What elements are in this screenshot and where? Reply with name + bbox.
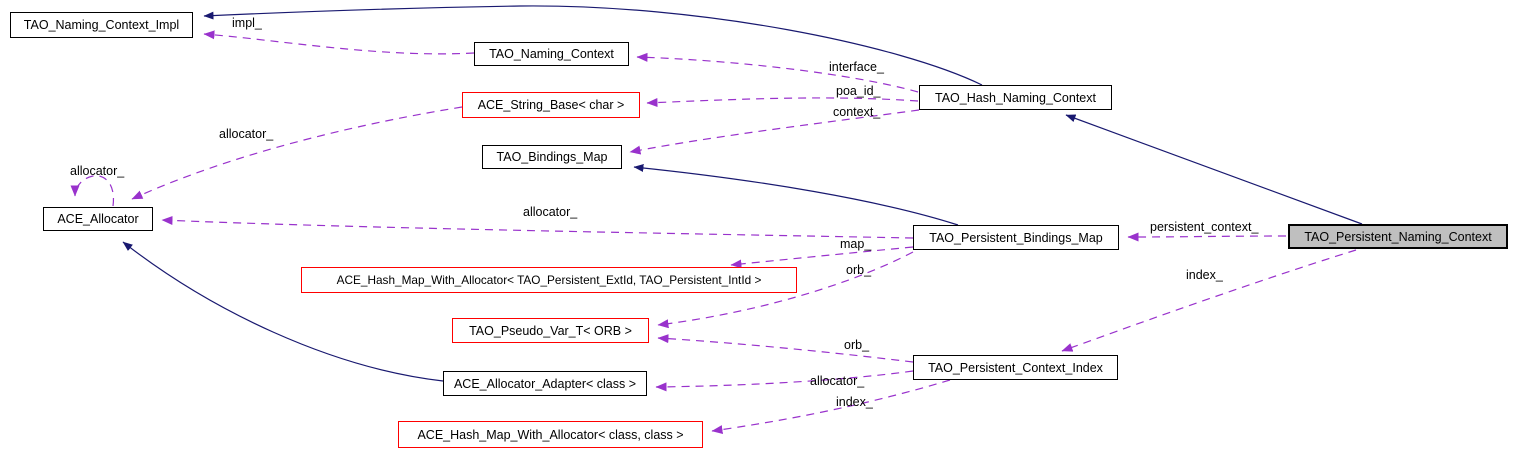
- node-ace-hash-map-with-allocator-persistent[interactable]: ACE_Hash_Map_With_Allocator< TAO_Persist…: [301, 267, 797, 293]
- node-ace-hash-map-with-allocator-class[interactable]: ACE_Hash_Map_With_Allocator< class, clas…: [398, 421, 703, 448]
- edge-label-allocator-adapter: allocator_: [810, 374, 865, 388]
- node-tao-hash-naming-context[interactable]: TAO_Hash_Naming_Context: [919, 85, 1112, 110]
- edge-persistent-context: [1127, 232, 1287, 242]
- edge-poa-id: [646, 97, 919, 108]
- edge-context: [629, 109, 920, 155]
- edge-interface: [636, 52, 919, 93]
- edge-label-poa-id: poa_id_: [836, 84, 881, 98]
- edge-map: [730, 246, 914, 269]
- edge-label-impl: impl_: [232, 16, 262, 30]
- edge-allocator-adapter: [655, 370, 914, 392]
- node-tao-naming-context[interactable]: TAO_Naming_Context: [474, 42, 629, 66]
- node-ace-allocator-adapter[interactable]: ACE_Allocator_Adapter< class >: [443, 371, 647, 396]
- edge-label-orb-lower: orb_: [844, 338, 870, 352]
- edge-index-bottom: [711, 379, 951, 434]
- edge-impl: [203, 30, 475, 55]
- node-tao-bindings-map[interactable]: TAO_Bindings_Map: [482, 145, 622, 169]
- edge-allocator-long: [161, 215, 914, 239]
- edge-inherit-hash-to-impl: [203, 5, 983, 86]
- node-tao-persistent-bindings-map[interactable]: TAO_Persistent_Bindings_Map: [913, 225, 1119, 250]
- edge-allocator-self: [70, 175, 115, 207]
- edge-inherit-pbindings-to-bindings: [633, 163, 959, 226]
- edge-label-allocator-long: allocator_: [523, 205, 578, 219]
- edge-label-index-right: index_: [1186, 268, 1223, 282]
- edge-label-interface: interface_: [829, 60, 884, 74]
- edge-index-right: [1061, 249, 1357, 352]
- edge-label-allocator-self: allocator_: [70, 164, 125, 178]
- edge-orb-lower: [657, 334, 914, 363]
- edge-label-orb-upper: orb_: [846, 263, 872, 277]
- node-tao-pseudo-var-t[interactable]: TAO_Pseudo_Var_T< ORB >: [452, 318, 649, 343]
- node-ace-allocator[interactable]: ACE_Allocator: [43, 207, 153, 231]
- edge-label-context: context_: [833, 105, 881, 119]
- edge-orb-upper: [657, 251, 914, 329]
- node-tao-naming-context-impl[interactable]: TAO_Naming_Context_Impl: [10, 12, 193, 38]
- edge-label-allocator-string: allocator_: [219, 127, 274, 141]
- node-ace-string-base[interactable]: ACE_String_Base< char >: [462, 92, 640, 118]
- edge-inherit-persistent-to-hash: [1065, 114, 1363, 225]
- edge-inherit-adapter-to-allocator: [122, 241, 444, 382]
- node-tao-persistent-context-index[interactable]: TAO_Persistent_Context_Index: [913, 355, 1118, 380]
- edge-label-map: map_: [840, 237, 872, 251]
- edge-allocator-string: [131, 106, 463, 200]
- edge-label-persistent-context: persistent_context_: [1150, 220, 1259, 234]
- edge-label-index-bottom: index_: [836, 395, 873, 409]
- node-tao-persistent-naming-context: TAO_Persistent_Naming_Context: [1288, 224, 1508, 249]
